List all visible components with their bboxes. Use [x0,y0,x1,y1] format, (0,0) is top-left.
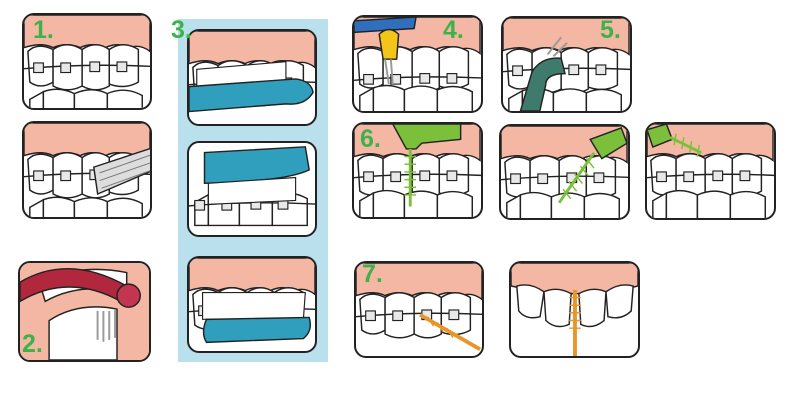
interdental-brush-icon [557,126,628,204]
toothbrush-icon [201,291,312,344]
panel-step-5 [501,16,632,113]
step-number-7: 7. [362,260,383,288]
toothbrush-icon [189,61,314,113]
step-number-2: 2. [22,330,43,358]
interdental-brush-icon [92,147,150,196]
panel-step-1-braces [22,13,152,110]
panel-step-7-b [509,261,640,358]
step-number-3: 3. [171,16,192,44]
single-tuft-brush-icon [354,17,417,85]
interdental-brush-icon [569,289,581,356]
toothbrush-icon [203,146,310,205]
panel-step-3-bottom [187,256,317,353]
panel-step-3-middle [187,141,317,237]
panel-step-6-b [499,124,630,220]
step-number-4: 4. [443,16,464,44]
step-number-1: 1. [33,16,54,44]
panel-step-7-a [354,261,484,358]
panel-step-2 [18,261,151,362]
step-number-5: 5. [600,16,621,44]
panel-step-1-tool [22,121,152,219]
panel-step-3-top [187,29,317,126]
toothbrush-icon [20,267,141,342]
panel-step-6-a [352,122,483,219]
single-tuft-brush-icon [519,36,568,111]
floss-pick-icon [418,313,482,351]
interdental-brush-icon [647,124,702,157]
panel-step-6-c [645,122,776,220]
panel-step-4 [352,15,483,113]
interdental-brush-icon [391,124,462,207]
step-number-6: 6. [360,125,381,153]
